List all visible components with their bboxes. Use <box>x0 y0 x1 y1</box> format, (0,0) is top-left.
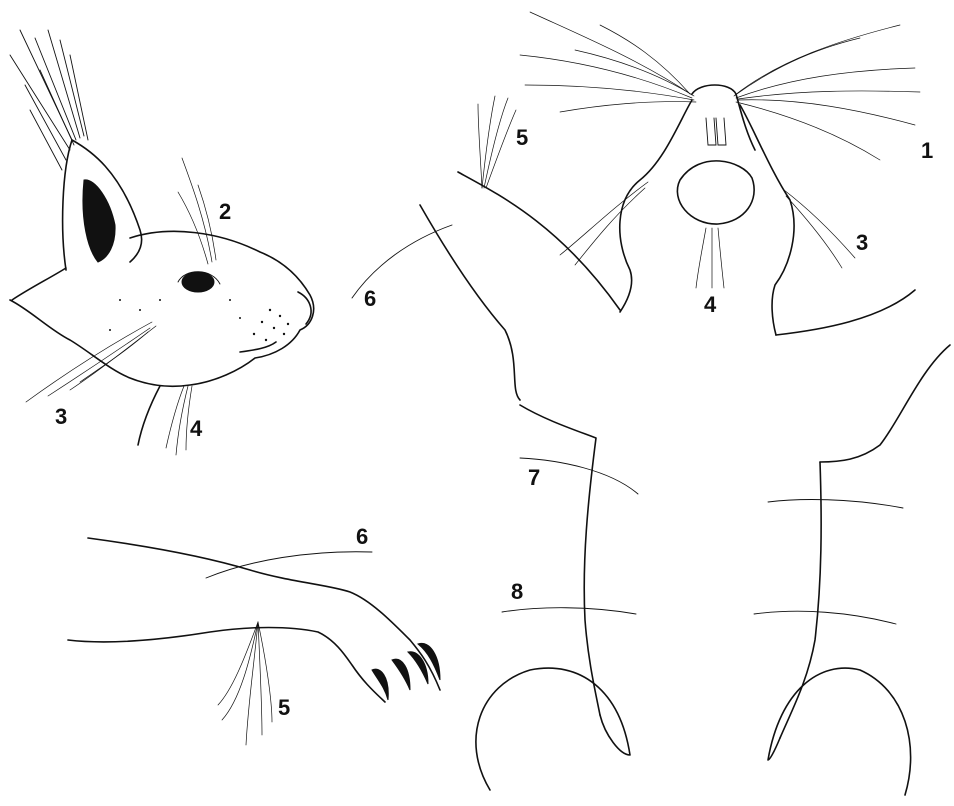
label-head-2: 2 <box>219 199 231 224</box>
vibrissae-2-supraorbital <box>178 158 216 264</box>
left-arm <box>458 172 620 310</box>
label-ventral-1: 1 <box>921 138 933 163</box>
neck-back <box>12 268 66 300</box>
right-hind-leg <box>768 668 911 795</box>
label-ventral-8: 8 <box>511 579 523 604</box>
label-ventral-5: 5 <box>516 125 528 150</box>
head-outline <box>10 231 314 386</box>
whisker-pad-dots <box>109 299 289 341</box>
squirrel-ventral-view <box>352 12 950 795</box>
vibrissa-8-right <box>754 611 896 624</box>
body-right-side <box>780 462 821 738</box>
label-forelimb-5: 5 <box>278 695 290 720</box>
vibrissae-5-carpal-ventral <box>478 96 516 188</box>
throat <box>138 386 160 445</box>
label-ventral-3: 3 <box>856 230 868 255</box>
vibrissae-3-genal-ventral <box>560 182 855 268</box>
ear-inner-shadow <box>83 180 115 262</box>
vibrissae-4-interramal-ventral <box>696 228 724 288</box>
right-arm <box>776 290 915 335</box>
left-hind-leg <box>476 668 630 790</box>
forelimb-lower-edge <box>68 628 385 703</box>
vibrissa-8-left <box>502 608 636 614</box>
nose <box>298 292 311 324</box>
claws <box>372 643 440 700</box>
ear-tuft <box>10 30 88 170</box>
label-ventral-4: 4 <box>704 292 717 317</box>
label-head-4: 4 <box>190 416 203 441</box>
vibrissae-4-interramal <box>166 386 192 455</box>
label-head-3: 3 <box>55 404 67 429</box>
vibrissa-7-right <box>768 500 903 508</box>
vibrissae-3-genal <box>26 322 156 402</box>
label-ventral-6: 6 <box>364 286 376 311</box>
label-forelimb-6: 6 <box>356 524 368 549</box>
chin-outline <box>677 161 754 224</box>
right-cheek <box>740 105 794 335</box>
left-forearm <box>420 205 520 400</box>
vibrissae-5-carpal-forelimb <box>218 622 272 745</box>
squirrel-head-profile <box>10 30 314 455</box>
mouth <box>240 342 276 352</box>
incisors <box>706 118 726 145</box>
label-ventral-7: 7 <box>528 465 540 490</box>
eye <box>182 272 214 292</box>
right-forearm <box>820 345 950 462</box>
squirrel-forelimb-lateral <box>68 538 440 745</box>
